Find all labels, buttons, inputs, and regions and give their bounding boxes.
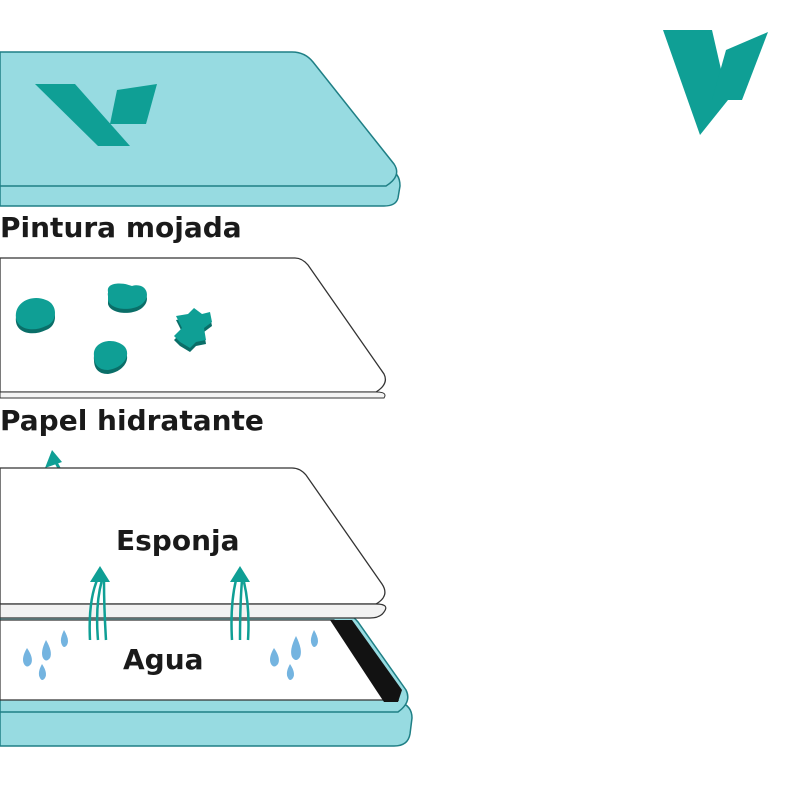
palette-tray (0, 611, 413, 747)
lid-logo-right (110, 84, 157, 124)
paint-blob-4 (174, 308, 212, 352)
paint-blob-3 (93, 341, 128, 374)
lid-logo-icon (35, 84, 157, 146)
water-drops-right-icon (270, 630, 318, 680)
paper-sheet (0, 257, 387, 399)
water-rise-arrow-left-icon (88, 566, 110, 641)
paint-blob-1 (15, 298, 56, 334)
brand-logo-icon (663, 30, 768, 135)
tray-inner-liner (330, 620, 402, 702)
paper-edge (0, 391, 386, 399)
sponge-surface (0, 467, 386, 605)
lid-logo-left (35, 84, 130, 146)
lid-top-surface (0, 51, 398, 187)
label-water: Agua (123, 643, 204, 676)
paper-arrow-head (45, 450, 62, 468)
sponge-edge (0, 603, 387, 619)
paint-blob-2 (107, 283, 147, 313)
water-drops-left-icon (23, 630, 68, 680)
logo-left-stroke (663, 30, 728, 135)
water-rise-arrow-right-icon (230, 566, 250, 641)
label-paper: Papel hidratante (0, 404, 264, 437)
label-wet-paint: Pintura mojada (0, 211, 242, 244)
label-sponge: Esponja (116, 524, 240, 557)
palette-lid (0, 51, 401, 207)
logo-right-stroke (712, 32, 768, 100)
